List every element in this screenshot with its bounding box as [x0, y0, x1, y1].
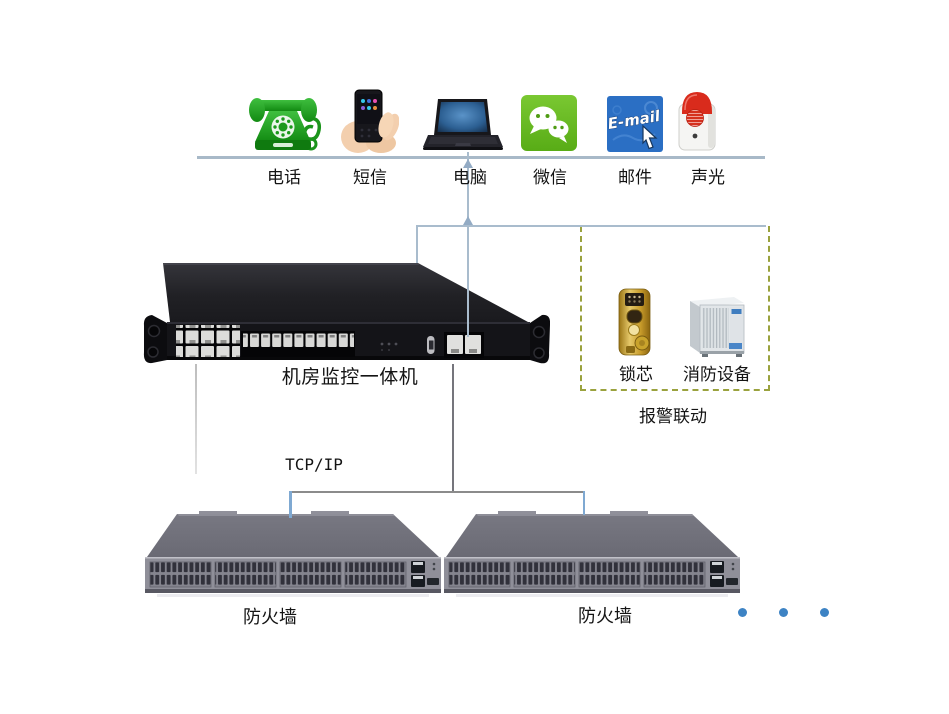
firewall-right-drop-line [582, 491, 585, 515]
channel-label-sms: 短信 [353, 168, 387, 188]
monitor-appliance-image [143, 263, 550, 364]
alarm-linkage-caption: 报警联动 [639, 407, 707, 427]
branch-drop-to-monitor-line [416, 225, 418, 263]
firewall-right-image [444, 511, 740, 597]
channel-label-computer: 电脑 [453, 168, 487, 188]
laptop-to-monitor-line [466, 152, 469, 337]
alarm-linkage-box [580, 226, 770, 391]
channel-label-wechat: 微信 [533, 168, 567, 188]
green-telephone-icon [249, 98, 322, 151]
fire-fighting-equipment-icon [690, 297, 745, 357]
firewall-left-label: 防火墙 [243, 607, 297, 628]
sound-light-siren-icon [678, 92, 716, 151]
monitor-left-drop-line [195, 364, 197, 474]
firewall-left-image [145, 511, 441, 597]
laptop-computer-icon [423, 99, 503, 150]
firewall-left-drop-line [289, 491, 292, 518]
door-lock-cylinder-icon [618, 288, 651, 356]
firewalls-bus-line [289, 491, 585, 493]
monitor-to-alarm-branch-line [417, 225, 766, 227]
ellipsis-dot [738, 608, 747, 617]
channel-label-sound-light: 声光 [691, 168, 725, 188]
email-icon: E-mail [607, 96, 663, 152]
fire-equipment-label: 消防设备 [683, 365, 751, 385]
tcp-ip-label: TCP/IP [285, 455, 343, 474]
monitor-to-firewalls-line [452, 364, 454, 492]
ellipsis-dot [820, 608, 829, 617]
wechat-icon [521, 95, 577, 151]
flow-arrow-up-icon [462, 159, 473, 168]
monitor-appliance-label: 机房监控一体机 [281, 366, 419, 388]
flow-arrow-up-icon [462, 216, 473, 225]
firewall-right-label: 防火墙 [578, 606, 632, 627]
ellipsis-dot [779, 608, 788, 617]
channel-label-email: 邮件 [618, 168, 652, 188]
channel-label-telephone: 电话 [267, 168, 301, 188]
hand-phone-sms-icon [341, 89, 399, 153]
channels-bus-line [197, 156, 765, 159]
lock-label: 锁芯 [619, 365, 653, 385]
